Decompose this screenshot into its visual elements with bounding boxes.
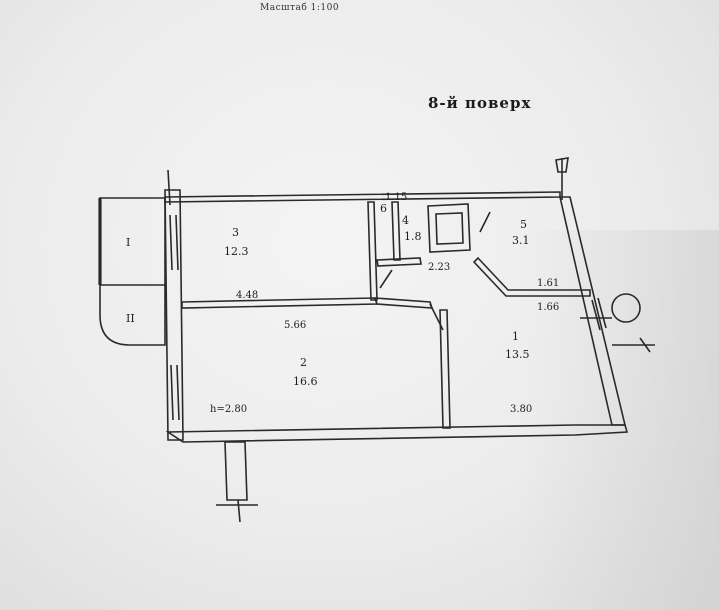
- room-3-num: 3: [232, 226, 239, 239]
- window-left-upper-2: [175, 214, 179, 271]
- outer-wall-left: [164, 189, 184, 441]
- bath-tub: [427, 203, 471, 253]
- room-1-area: 13.5: [505, 348, 530, 361]
- partition-2-1: [439, 309, 451, 429]
- dim-h280: h=2.80: [210, 404, 247, 415]
- balcony: [99, 197, 166, 346]
- dim-223: 2.23: [428, 262, 450, 273]
- dim-566: 5.66: [284, 320, 306, 331]
- room-5-area: 3.1: [512, 234, 530, 247]
- room-4-num: 4: [402, 214, 409, 227]
- room-5-num: 5: [520, 218, 527, 231]
- room-2-num: 2: [300, 356, 307, 369]
- paper-shadow: [520, 230, 719, 610]
- room-4-area: 1.8: [404, 230, 422, 243]
- dim-161: 1.61: [537, 278, 559, 289]
- balcony-2-label: II: [126, 312, 135, 325]
- room-labels: 3 12.3 2 16.6 1 13.5 4 1.8 5 3.1 6 I II: [126, 202, 530, 388]
- room-6-num: 6: [380, 202, 387, 215]
- axis-marker-top-right: [555, 157, 569, 173]
- partition-corridor: [373, 297, 434, 309]
- bathroom-wall: [391, 201, 401, 261]
- window-left-upper: [169, 214, 173, 271]
- outer-wall-bottom: [165, 424, 629, 443]
- window-right-2: [597, 297, 607, 329]
- outer-wall-right: [558, 196, 627, 426]
- axis-top-left: [167, 169, 171, 206]
- dim-380: 3.80: [510, 404, 532, 415]
- balcony-1-label: I: [126, 236, 130, 249]
- shaft-stub: [224, 441, 248, 501]
- dimension-labels: 4.48 5.66 h=2.80 2.23 1.61 1.66 3.80 1.1…: [210, 192, 559, 415]
- partition-3-2: [181, 297, 379, 309]
- room-2-area: 16.6: [293, 375, 318, 388]
- window-left-lower-2: [176, 364, 180, 421]
- column-circle: [611, 293, 641, 323]
- window-left-lower: [170, 364, 174, 421]
- axis-bottom: [237, 499, 241, 523]
- scale-label: Масштаб 1:100: [260, 3, 340, 13]
- partition-5: [472, 256, 591, 297]
- window-right: [591, 299, 601, 331]
- bath-tub-inner: [435, 212, 464, 245]
- dim-166: 1.66: [537, 302, 559, 313]
- room-1-num: 1: [512, 330, 519, 343]
- dim-448: 4.48: [236, 290, 258, 301]
- room-3-area: 12.3: [224, 245, 249, 258]
- outer-wall-top: [164, 191, 561, 203]
- door-2-arc: [429, 303, 444, 331]
- partition-3-right: [367, 201, 378, 301]
- door-corridor: [379, 269, 393, 289]
- floor-title: 8-й поверх: [428, 94, 532, 112]
- bathroom-bottom: [376, 257, 422, 267]
- door-5: [479, 211, 491, 233]
- dim-115: 1.15: [385, 192, 407, 203]
- outlet-tick: [639, 337, 651, 353]
